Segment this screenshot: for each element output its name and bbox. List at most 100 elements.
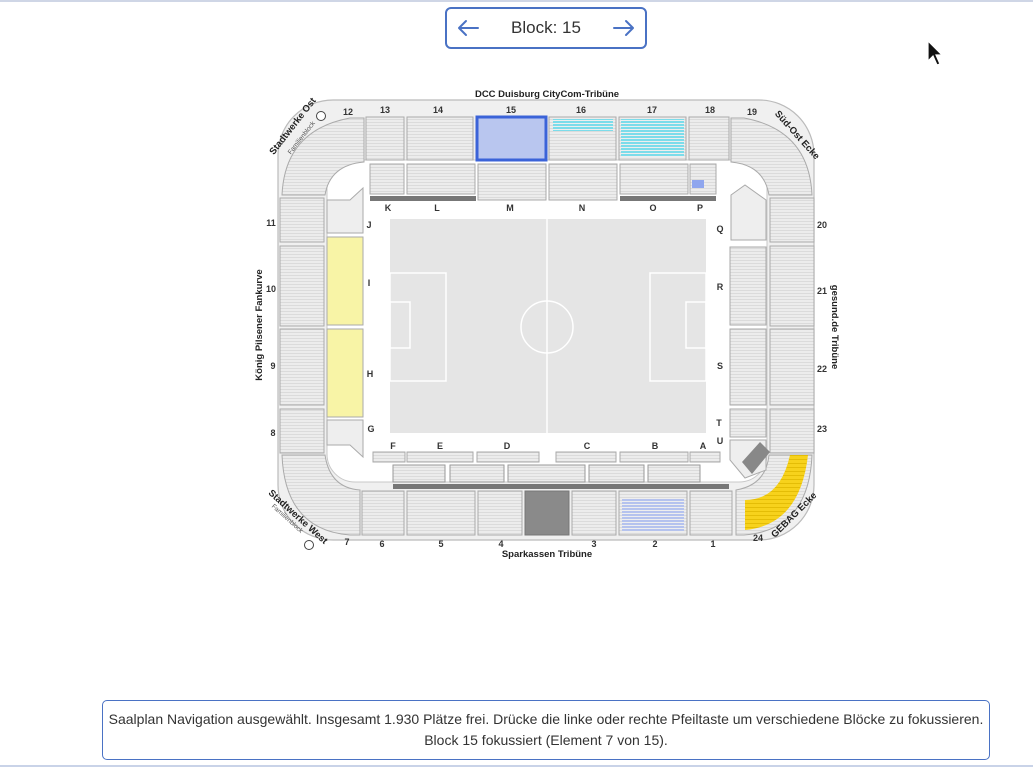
family-icon <box>304 540 314 550</box>
block-23[interactable] <box>769 408 815 454</box>
north-divider-right <box>620 196 716 201</box>
block-number-4: 4 <box>498 539 503 549</box>
block-letter-O: O <box>649 203 656 213</box>
block-number-16: 16 <box>576 105 586 115</box>
block-1[interactable] <box>689 490 733 536</box>
block-3[interactable] <box>571 490 617 536</box>
block-H[interactable] <box>326 328 364 418</box>
announcement-line-2: Block 15 fokussiert (Element 7 von 15). <box>424 732 668 748</box>
screenreader-announcement: Saalplan Navigation ausgewählt. Insgesam… <box>102 700 990 760</box>
prev-block-button[interactable] <box>455 15 481 41</box>
south-lower-section-1[interactable] <box>392 464 446 483</box>
pitch <box>389 219 707 433</box>
block-A[interactable] <box>689 451 721 463</box>
block-letter-F: F <box>390 441 396 451</box>
block-letter-S: S <box>717 361 723 371</box>
block-number-6: 6 <box>379 539 384 549</box>
block-number-8: 8 <box>270 428 275 438</box>
block-11[interactable] <box>279 197 325 243</box>
block-F[interactable] <box>372 451 406 463</box>
block-E[interactable] <box>406 451 474 463</box>
block-T[interactable] <box>729 408 767 438</box>
block-7[interactable] <box>281 454 361 536</box>
block-10[interactable] <box>279 245 325 327</box>
block-21[interactable] <box>769 245 815 327</box>
block-number-12: 12 <box>343 107 353 117</box>
block-letter-L: L <box>434 203 440 213</box>
south-lower-section-5[interactable] <box>647 464 701 483</box>
block-R[interactable] <box>729 246 767 326</box>
block-letter-M: M <box>506 203 514 213</box>
mouse-cursor-icon <box>927 40 944 66</box>
block-6[interactable] <box>361 490 405 536</box>
block-18[interactable] <box>688 116 730 161</box>
block-number-19: 19 <box>747 107 757 117</box>
block-M[interactable] <box>477 163 547 201</box>
block-number-5: 5 <box>438 539 443 549</box>
block-J[interactable] <box>326 186 364 234</box>
block-15-selected[interactable] <box>475 115 548 162</box>
block-number-13: 13 <box>380 105 390 115</box>
block-letter-H: H <box>367 369 374 379</box>
block-17-available-seats <box>621 119 684 157</box>
block-number-3: 3 <box>591 539 596 549</box>
block-P[interactable] <box>689 163 717 195</box>
south-stand <box>361 451 733 536</box>
block-Q[interactable] <box>730 184 767 241</box>
block-number-7: 7 <box>344 537 349 547</box>
block-20[interactable] <box>769 197 815 243</box>
block-4[interactable] <box>477 490 523 536</box>
block-13[interactable] <box>365 116 405 161</box>
block-C[interactable] <box>555 451 617 463</box>
block-8[interactable] <box>279 408 325 454</box>
next-block-button[interactable] <box>611 15 637 41</box>
stadium-seat-map[interactable]: DCC Duisburg CityCom-Tribüne Sparkassen … <box>250 85 850 565</box>
block-O[interactable] <box>619 163 689 195</box>
block-I[interactable] <box>326 236 364 326</box>
block-letter-T: T <box>716 418 722 428</box>
block-number-22: 22 <box>817 364 827 374</box>
block-B[interactable] <box>619 451 689 463</box>
block-letter-U: U <box>717 436 724 446</box>
block-number-14: 14 <box>433 105 443 115</box>
stand-label-east: gesund.de Tribüne <box>829 285 840 369</box>
top-divider <box>0 0 1033 2</box>
block-5[interactable] <box>406 490 476 536</box>
west-stand <box>279 186 364 459</box>
block-letter-J: J <box>366 220 371 230</box>
block-letter-C: C <box>584 441 591 451</box>
block-letter-G: G <box>367 424 374 434</box>
south-lower-section-3[interactable] <box>507 464 586 483</box>
block-14[interactable] <box>406 116 474 161</box>
south-divider <box>393 484 729 489</box>
block-16-available-seats <box>553 119 613 131</box>
arrow-left-icon <box>458 20 479 36</box>
block-G[interactable] <box>326 419 364 459</box>
block-S[interactable] <box>729 328 767 406</box>
block-D[interactable] <box>476 451 540 463</box>
block-N[interactable] <box>548 163 618 201</box>
block-number-21: 21 <box>817 286 827 296</box>
arrow-right-icon <box>613 20 634 36</box>
block-2-available-seats <box>622 498 684 532</box>
south-lower-section-2[interactable] <box>449 464 505 483</box>
north-divider-left <box>370 196 476 201</box>
block-letter-E: E <box>437 441 443 451</box>
block-19[interactable] <box>730 117 813 196</box>
block-12[interactable] <box>281 117 365 196</box>
block-number-23: 23 <box>817 424 827 434</box>
block-number-2: 2 <box>652 539 657 549</box>
block-K[interactable] <box>369 163 405 195</box>
block-letter-P: P <box>697 203 703 213</box>
stand-label-north: DCC Duisburg CityCom-Tribüne <box>475 89 619 100</box>
south-lower-section-4[interactable] <box>588 464 645 483</box>
block-22[interactable] <box>769 328 815 406</box>
block-9[interactable] <box>279 328 325 406</box>
block-L[interactable] <box>406 163 476 195</box>
announcement-line-1: Saalplan Navigation ausgewählt. Insgesam… <box>108 711 984 727</box>
block-letter-I: I <box>368 278 371 288</box>
block-number-24: 24 <box>753 533 763 543</box>
block-number-17: 17 <box>647 105 657 115</box>
block-number-1: 1 <box>710 539 715 549</box>
current-block-label: Block: 15 <box>511 18 581 37</box>
